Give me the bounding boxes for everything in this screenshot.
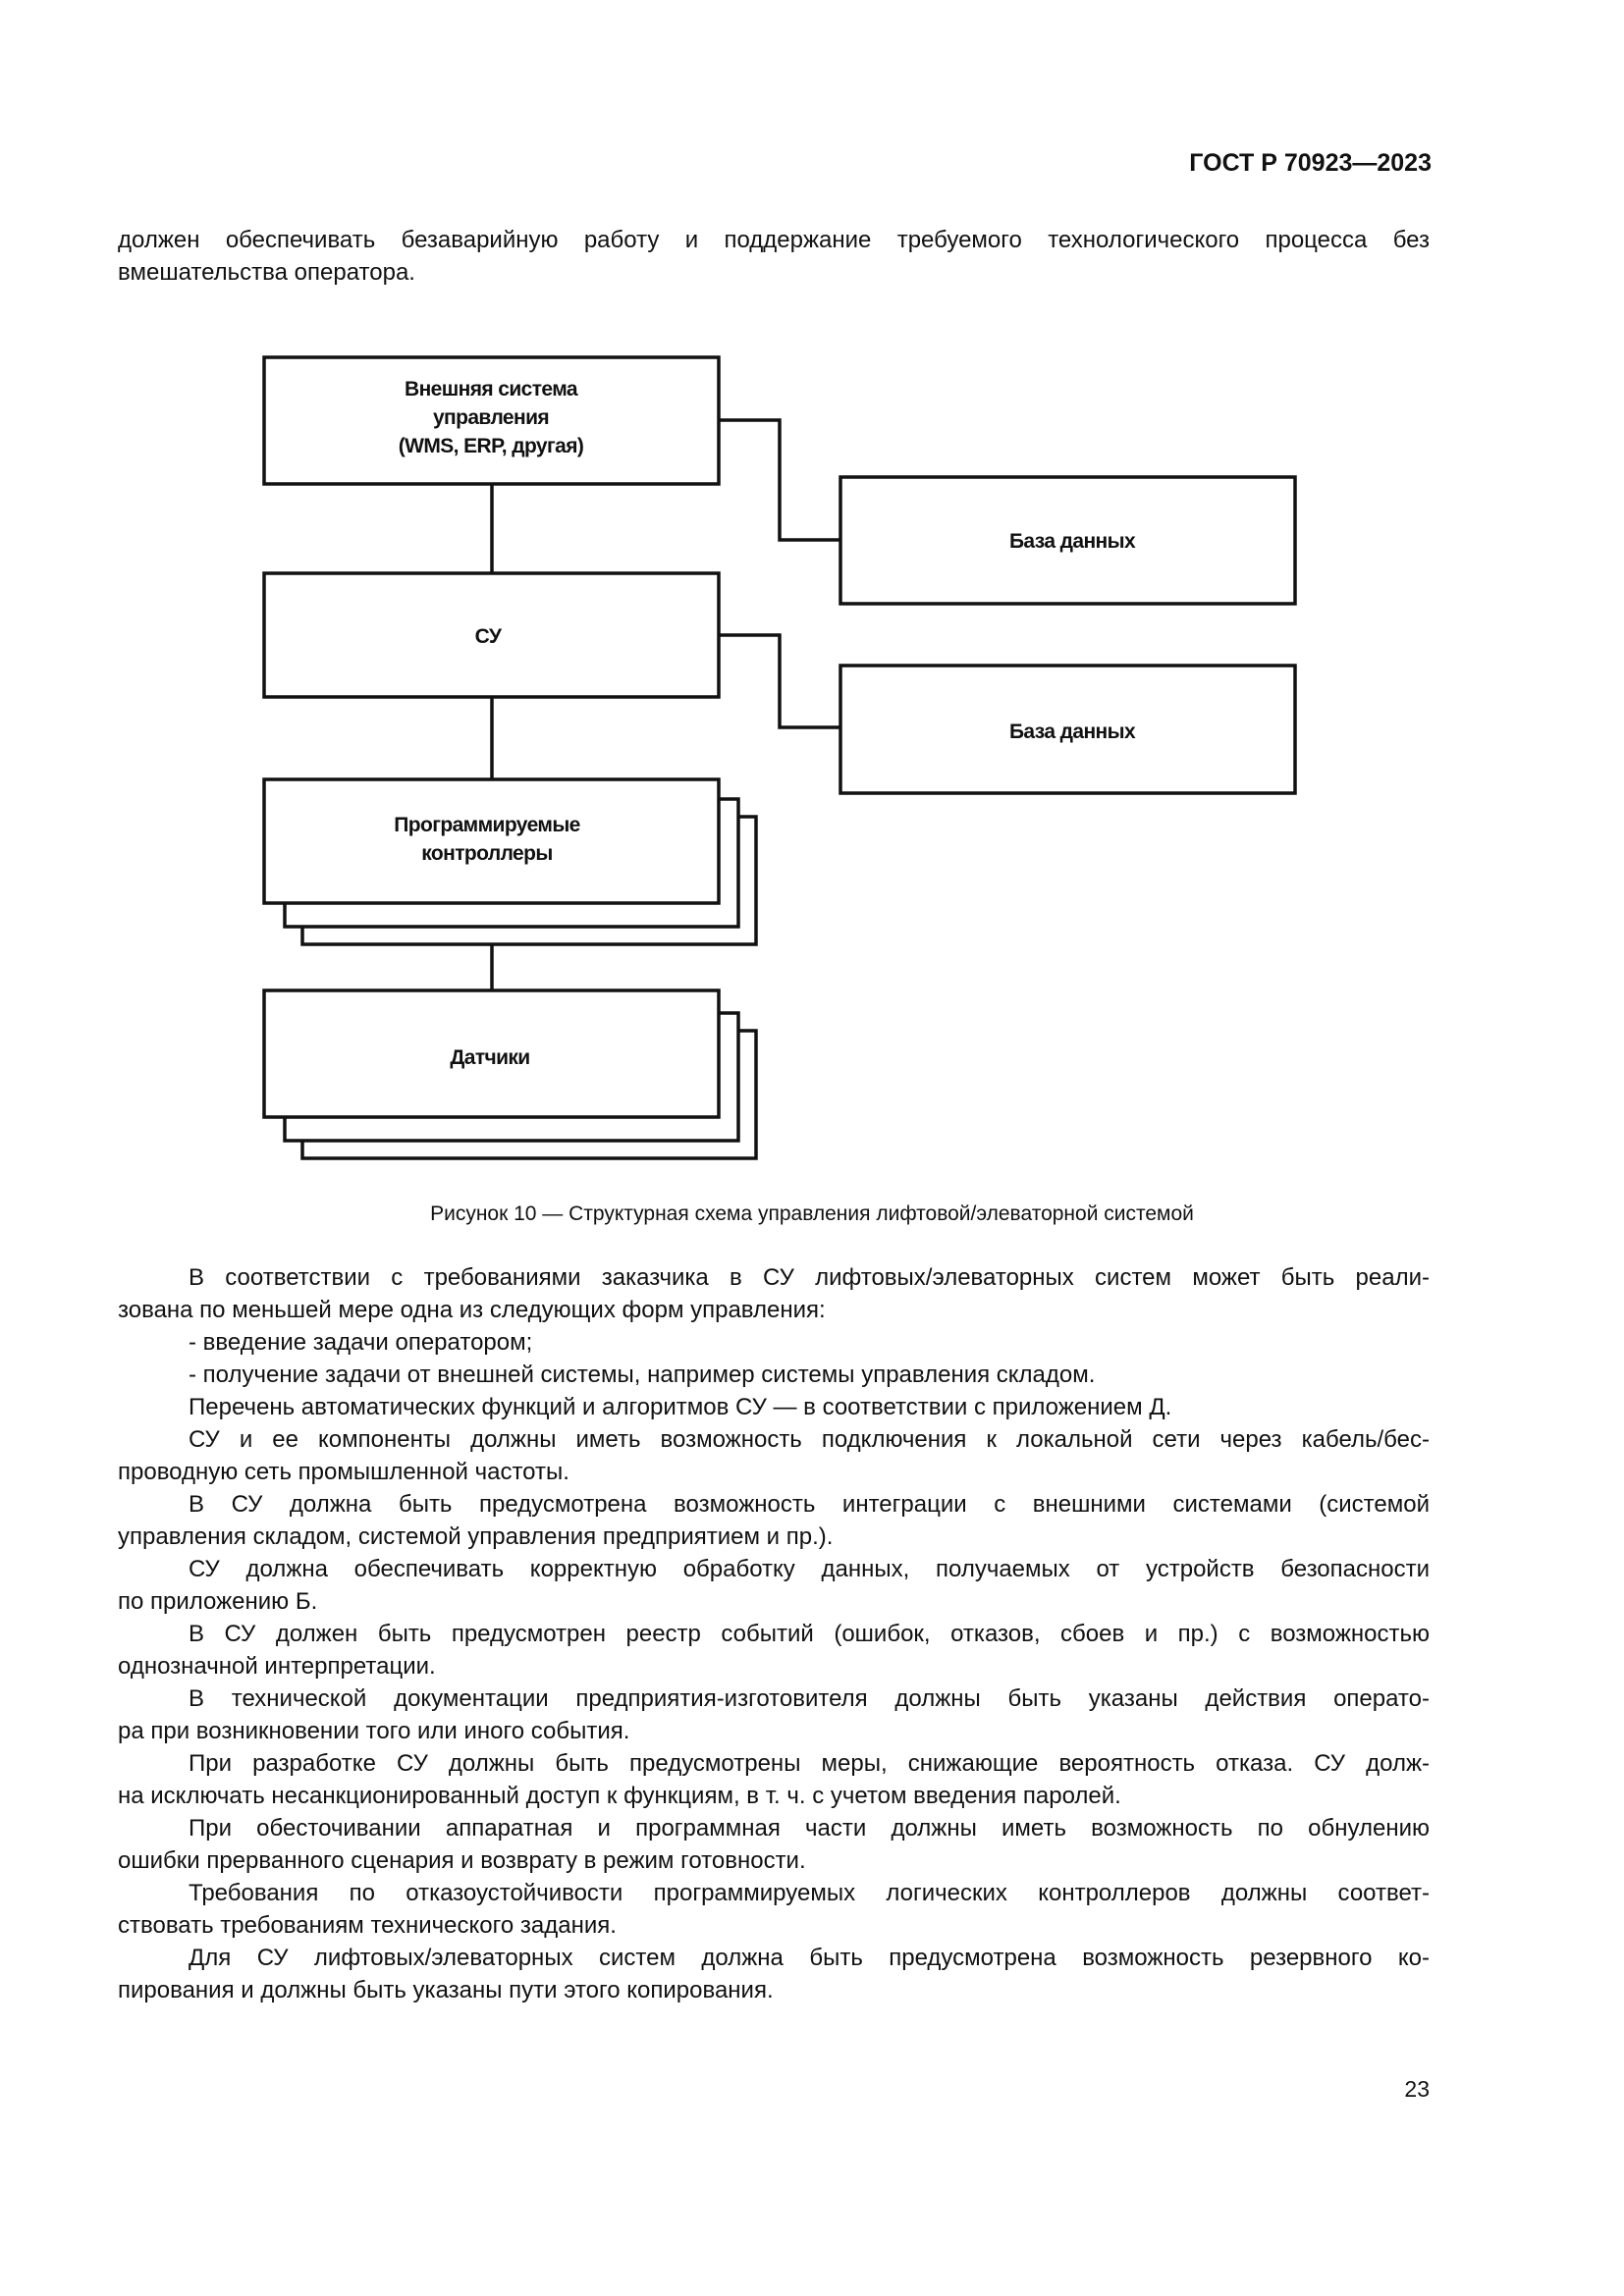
structure-diagram: Внешняя система управления (WMS, ERP, др…	[262, 355, 1297, 1160]
document-code-header: ГОСТ Р 70923—2023	[1189, 149, 1432, 177]
text-line: однозначной интерпретации.	[118, 1653, 436, 1680]
label-control-system: СУ	[475, 625, 503, 648]
paragraph: В СУ должна быть предусмотрена возможнос…	[118, 1488, 1430, 1553]
intro-paragraph: должен обеспечивать безаварийную работу …	[118, 224, 1430, 289]
label-database-2: База данных	[1009, 721, 1136, 743]
box-database-2	[839, 664, 1297, 795]
page-number: 23	[1404, 2076, 1430, 2102]
text-line: ошибки прерванного сценария и возврату в…	[118, 1847, 806, 1874]
box-plc	[262, 777, 721, 905]
text-line: управления складом, системой управления …	[118, 1523, 834, 1550]
paragraph: - получение задачи от внешней системы, н…	[118, 1359, 1430, 1391]
text-line: Для СУ лифтовых/элеваторных систем должн…	[189, 1945, 1430, 1971]
text-line: При разработке СУ должны быть предусмотр…	[189, 1750, 1430, 1777]
text-line: В СУ должна быть предусмотрена возможнос…	[189, 1491, 1430, 1518]
text-line: зована по меньшей мере одна из следующих…	[118, 1297, 826, 1323]
label-external-1: Внешняя система	[405, 378, 578, 400]
text-line: на исключать несанкционированный доступ …	[118, 1783, 1121, 1809]
label-database-1: База данных	[1009, 530, 1136, 553]
text-line: - получение задачи от внешней системы, н…	[189, 1362, 1096, 1388]
paragraph: Требования по отказоустойчивости програм…	[118, 1877, 1430, 1942]
text-line: Требования по отказоустойчивости програм…	[189, 1880, 1430, 1906]
text-line: ра при возникновении того или иного собы…	[118, 1718, 630, 1744]
box-control-system	[262, 571, 721, 699]
box-sensors	[262, 988, 721, 1119]
label-plc-1: Программируемые	[394, 814, 580, 836]
text-line: В технической документации предприятия-и…	[189, 1685, 1430, 1712]
paragraph: Перечень автоматических функций и алгори…	[118, 1391, 1430, 1423]
paragraph: При обесточивании аппаратная и программн…	[118, 1812, 1430, 1877]
paragraph: СУ и ее компоненты должны иметь возможно…	[118, 1423, 1430, 1488]
text-line: вмешательства оператора.	[118, 259, 415, 286]
body-text: В соответствии с требованиями заказчика …	[118, 1261, 1430, 2006]
paragraph: В СУ должен быть предусмотрен реестр соб…	[118, 1618, 1430, 1682]
text-line: В СУ должен быть предусмотрен реестр соб…	[189, 1621, 1430, 1647]
label-plc-2: контроллеры	[421, 842, 552, 865]
box-external-system	[262, 355, 721, 486]
label-external-3: (WMS, ERP, другая)	[399, 435, 584, 457]
connector-cu-db2	[719, 633, 840, 729]
figure-caption: Рисунок 10 — Структурная схема управлени…	[430, 1202, 1194, 1225]
paragraph: В соответствии с требованиями заказчика …	[118, 1261, 1430, 1326]
text-line: должен обеспечивать безаварийную работу …	[118, 227, 1430, 253]
paragraph: - введение задачи оператором;	[118, 1326, 1430, 1359]
text-line: В соответствии с требованиями заказчика …	[189, 1264, 1430, 1291]
text-line: СУ и ее компоненты должны иметь возможно…	[189, 1426, 1430, 1453]
paragraph: Для СУ лифтовых/элеваторных систем должн…	[118, 1942, 1430, 2006]
text-line: ствовать требованиям технического задани…	[118, 1912, 617, 1939]
connector-external-db1	[719, 418, 840, 542]
text-line: - введение задачи оператором;	[189, 1329, 533, 1356]
box-database-1	[839, 475, 1297, 606]
label-external-2: управления	[433, 406, 549, 429]
text-line: пирования и должны быть указаны пути это…	[118, 1977, 774, 2003]
text-line: по приложению Б.	[118, 1588, 318, 1615]
text-line: При обесточивании аппаратная и программн…	[189, 1815, 1430, 1842]
text-line: Перечень автоматических функций и алгори…	[189, 1394, 1172, 1420]
paragraph: СУ должна обеспечивать корректную обрабо…	[118, 1553, 1430, 1618]
label-sensors: Датчики	[450, 1046, 529, 1069]
text-line: проводную сеть промышленной частоты.	[118, 1459, 569, 1485]
paragraph: При разработке СУ должны быть предусмотр…	[118, 1747, 1430, 1812]
text-line: СУ должна обеспечивать корректную обрабо…	[189, 1556, 1430, 1582]
paragraph: В технической документации предприятия-и…	[118, 1682, 1430, 1747]
